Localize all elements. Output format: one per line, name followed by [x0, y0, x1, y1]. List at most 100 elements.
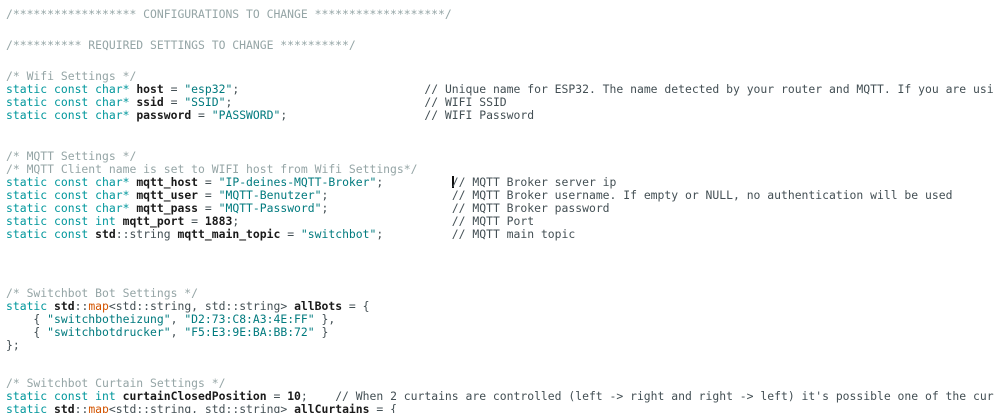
code-segment-lcmt: // Unique name for ESP32. The name detec…: [424, 82, 994, 96]
code-segment-lcmt: // MQTT Port: [451, 214, 535, 228]
blank-line: [6, 241, 1007, 287]
code-segment-lcmt: // MQTT Broker password: [451, 201, 610, 215]
code-segment-pl: =: [163, 95, 185, 109]
code-segment-kw: static const char*: [6, 82, 130, 96]
decl-mqtt-main-topic: static const std::string mqtt_main_topic…: [6, 228, 1007, 241]
code-segment-pl: ;: [232, 214, 240, 228]
code-segment-pl: ;: [232, 82, 240, 96]
code-segment-lcmt: // WIFI SSID: [424, 95, 507, 109]
text-cursor: [451, 176, 454, 188]
decl-ssid: static const char* ssid = "SSID"; // WIF…: [6, 96, 1007, 109]
code-segment-pl: };: [6, 338, 20, 352]
code-segment-pl: ;: [280, 108, 288, 122]
code-segment-pl: ::: [74, 402, 89, 413]
decl-mqtt-pass: static const char* mqtt_pass = "MQTT-Pas…: [6, 202, 1007, 215]
code-segment-str: "IP-deines-MQTT-Broker": [218, 175, 377, 189]
code-segment-lcmt: // When 2 curtains are controlled (left …: [335, 389, 994, 403]
code-segment-kw: static const char*: [6, 175, 130, 189]
code-segment-pl: ::string: [115, 227, 178, 241]
code-segment-pl: ;: [376, 227, 384, 241]
code-segment-pl: =: [184, 214, 205, 228]
code-segment-str: "switchbotdrucker": [47, 325, 171, 339]
code-segment-pl: [383, 227, 452, 241]
map-entry-switchbotheizung: { "switchbotheizung", "D2:73:C8:A3:4E:FF…: [6, 313, 1007, 326]
blank-line: [6, 21, 1007, 39]
code-segment-pl: ;: [321, 201, 329, 215]
code-segment-pl: {: [6, 312, 48, 326]
code-segment-pl: ::: [74, 299, 89, 313]
code-segment-pl: =: [198, 188, 219, 202]
code-segment-str: "SSID": [184, 95, 226, 109]
code-segment-str: "switchbot": [300, 227, 377, 241]
code-segment-pl: [232, 95, 424, 109]
code-segment-pl: =: [198, 175, 219, 189]
code-segment-pl: = {: [342, 299, 370, 313]
code-segment-id: mqtt_user: [136, 188, 199, 202]
code-segment-id: mqtt_main_topic: [177, 227, 281, 241]
code-segment-pl: [287, 108, 424, 122]
blank-line: [6, 122, 1007, 150]
code-segment-kw: static const: [6, 227, 89, 241]
code-segment-pl: },: [314, 312, 336, 326]
code-segment-id: allCurtains: [294, 402, 370, 413]
code-segment-id: std: [54, 299, 75, 313]
code-segment-pl: }: [314, 325, 329, 339]
code-segment-str: "switchbotheizung": [47, 312, 171, 326]
code-segment-fn: map: [88, 402, 109, 413]
map-entry-switchbotdrucker: { "switchbotdrucker", "F5:E3:9E:BA:BB:72…: [6, 326, 1007, 339]
code-segment-pl: [383, 175, 452, 189]
decl-curtain-closed-position: static const int curtainClosedPosition =…: [6, 390, 1007, 403]
code-segment-cmt: /********** REQUIRED SETTINGS TO CHANGE …: [6, 38, 356, 52]
decl-mqtt-host: static const char* mqtt_host = "IP-deine…: [6, 176, 1007, 189]
code-segment-id: password: [136, 108, 192, 122]
code-segment-pl: <std::string, std::string>: [108, 299, 295, 313]
code-segment-lcmt: // WIFI Password: [424, 108, 535, 122]
code-segment-kw: static const int: [6, 389, 116, 403]
code-segment-pl: =: [280, 227, 301, 241]
code-segment-cmt: /* MQTT Settings */: [6, 149, 137, 163]
code-segment-id: ssid: [136, 95, 164, 109]
code-segment-cmt: /* MQTT Client name is set to WIFI host …: [6, 162, 418, 176]
code-segment-pl: [328, 201, 451, 215]
code-segment-pl: ,: [170, 312, 185, 326]
comment-switchbot-bot-settings: /* Switchbot Bot Settings */: [6, 287, 1007, 300]
code-segment-str: "F5:E3:9E:BA:BB:72": [184, 325, 315, 339]
code-segment-kw: static const char*: [6, 95, 130, 109]
decl-allbots: static std::map<std::string, std::string…: [6, 300, 1007, 313]
code-segment-pl: [328, 188, 451, 202]
code-segment-id: 1883: [204, 214, 233, 228]
code-segment-str: "MQTT-Password": [218, 201, 322, 215]
code-segment-id: mqtt_port: [122, 214, 185, 228]
code-segment-cmt: /* Switchbot Bot Settings */: [6, 286, 199, 300]
code-segment-pl: ;: [225, 95, 233, 109]
code-segment-kw: static const int: [6, 214, 116, 228]
decl-mqtt-port: static const int mqtt_port = 1883; // MQ…: [6, 215, 1007, 228]
code-segment-pl: [239, 214, 452, 228]
code-segment-pl: [239, 82, 424, 96]
decl-password: static const char* password = "PASSWORD"…: [6, 109, 1007, 122]
code-segment-pl: ;: [300, 389, 336, 403]
code-segment-pl: = {: [369, 402, 397, 413]
code-segment-lcmt: // MQTT Broker server ip: [451, 175, 617, 189]
code-segment-cmt: /****************** CONFIGURATIONS TO CH…: [6, 7, 452, 21]
code-segment-pl: =: [198, 201, 219, 215]
code-segment-kw: static const char*: [6, 108, 130, 122]
code-segment-id: 10: [287, 389, 301, 403]
decl-host: static const char* host = "esp32"; // Un…: [6, 83, 1007, 96]
code-segment-pl: =: [163, 82, 185, 96]
blank-line: [6, 352, 1007, 377]
code-segment-id: host: [136, 82, 164, 96]
code-segment-pl: =: [191, 108, 212, 122]
code-segment-str: "PASSWORD": [211, 108, 281, 122]
code-segment-pl: [47, 402, 54, 413]
code-segment-id: std: [54, 402, 75, 413]
code-segment-kw: static: [6, 402, 48, 413]
code-segment-fn: map: [88, 299, 109, 313]
code-segment-kw: static const char*: [6, 188, 130, 202]
code-segment-lcmt: // MQTT main topic: [451, 227, 576, 241]
code-segment-id: mqtt_pass: [136, 201, 199, 215]
code-segment-pl: <std::string, std::string>: [108, 402, 295, 413]
code-segment-lcmt: // MQTT Broker username. If empty or NUL…: [451, 188, 953, 202]
comment-switchbot-curtain-settings: /* Switchbot Curtain Settings */: [6, 377, 1007, 390]
